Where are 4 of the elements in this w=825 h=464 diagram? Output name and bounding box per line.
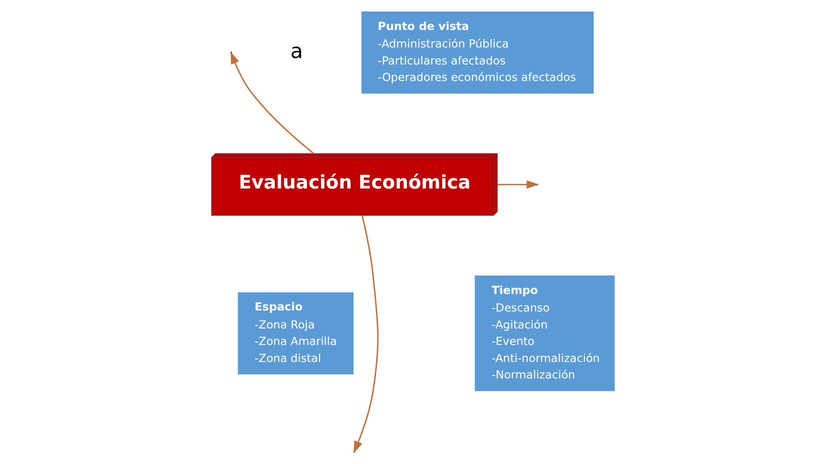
node-box: Tiempo -Descanso -Agitación -Evento -Anti-normalización -Normalización bbox=[474, 276, 614, 392]
node-box: Espacio -Zona Roja -Zona Amarilla -Zona distal bbox=[237, 292, 354, 374]
label: a bbox=[290, 38, 302, 63]
node-box: Punto de vista -Administración Pública -Particulares afectados -Operadores económicos afectados bbox=[360, 12, 594, 94]
